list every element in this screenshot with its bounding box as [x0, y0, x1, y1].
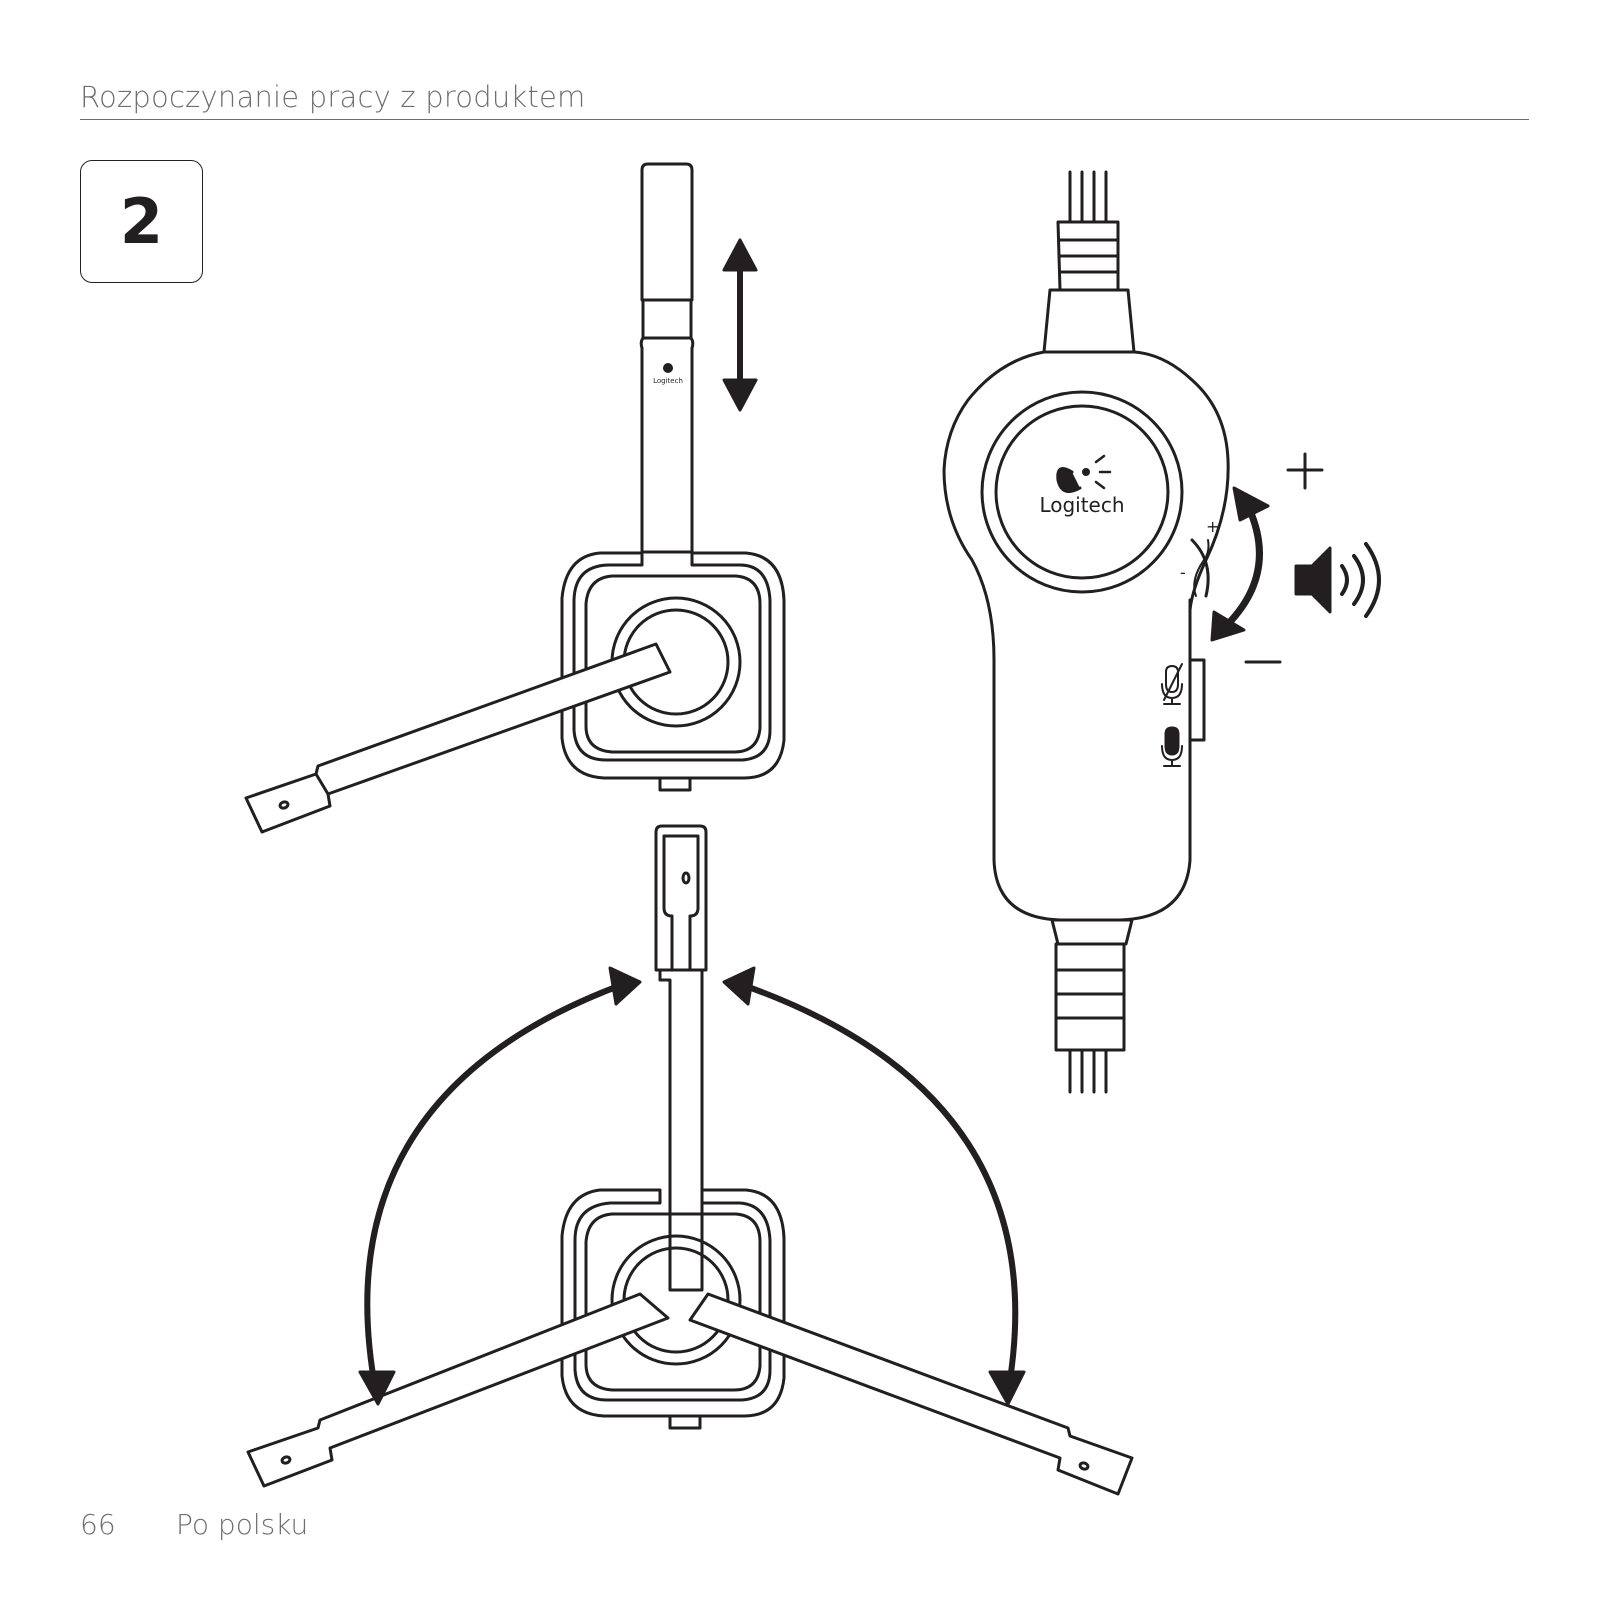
header-rule	[80, 119, 1529, 120]
footer-language: Po polsku	[176, 1508, 309, 1541]
page-header-title: Rozpoczynanie pracy z produktem	[80, 80, 586, 114]
headset-side-view: Logitech	[244, 162, 786, 834]
wheel-minus-label: -	[1180, 563, 1186, 582]
wheel-plus-label: +	[1206, 517, 1219, 536]
page-number: 66	[80, 1508, 116, 1541]
headband-brand-label: Logitech	[653, 377, 683, 385]
inline-volume-control: Logitech + -	[942, 170, 1381, 1094]
step-number: 2	[119, 185, 164, 258]
headset-front-view	[246, 824, 1134, 1496]
control-brand-label: Logitech	[1039, 493, 1124, 517]
step-number-box: 2	[80, 160, 203, 283]
